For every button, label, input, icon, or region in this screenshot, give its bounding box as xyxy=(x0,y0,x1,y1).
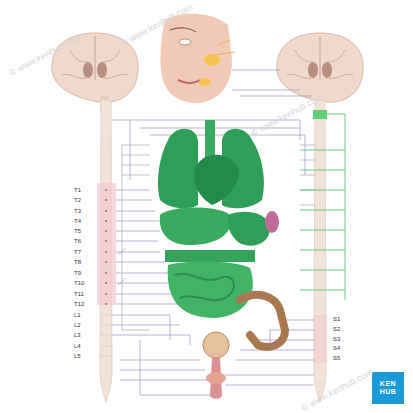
segment-label: S2 xyxy=(333,326,340,332)
logo-text: KEN HUB xyxy=(377,380,399,396)
segment-label: T5 xyxy=(74,228,81,234)
segment-label: L3 xyxy=(74,332,81,338)
segment-label: T10 xyxy=(74,280,84,286)
segment-label: T9 xyxy=(74,270,81,276)
segment-label: T11 xyxy=(74,291,84,297)
segment-label: T1 xyxy=(74,187,81,193)
segment-label: T2 xyxy=(74,197,81,203)
segment-label: T4 xyxy=(74,218,81,224)
segment-label: L2 xyxy=(74,322,81,328)
right-spinal-cord xyxy=(313,100,327,402)
segment-label: T8 xyxy=(74,259,81,265)
nerve-lines-grey xyxy=(118,145,315,330)
segment-label: S1 xyxy=(333,316,340,322)
segment-label: S4 xyxy=(333,345,340,351)
face-illustration xyxy=(160,14,235,103)
segment-label: L1 xyxy=(74,312,81,318)
right-brain xyxy=(277,33,363,102)
watermark: © www.kenhub.com xyxy=(300,368,375,413)
segment-label: L5 xyxy=(74,353,81,359)
left-spinal-cord xyxy=(97,100,116,402)
segment-label: T12 xyxy=(74,301,84,307)
segment-label: T3 xyxy=(74,208,81,214)
vagus-lines xyxy=(300,114,345,300)
organs xyxy=(158,120,285,399)
segment-label: S3 xyxy=(333,336,340,342)
segment-label: L4 xyxy=(74,343,81,349)
segment-label: T7 xyxy=(74,249,81,255)
segment-label: T6 xyxy=(74,238,81,244)
segment-label: S5 xyxy=(333,355,340,361)
